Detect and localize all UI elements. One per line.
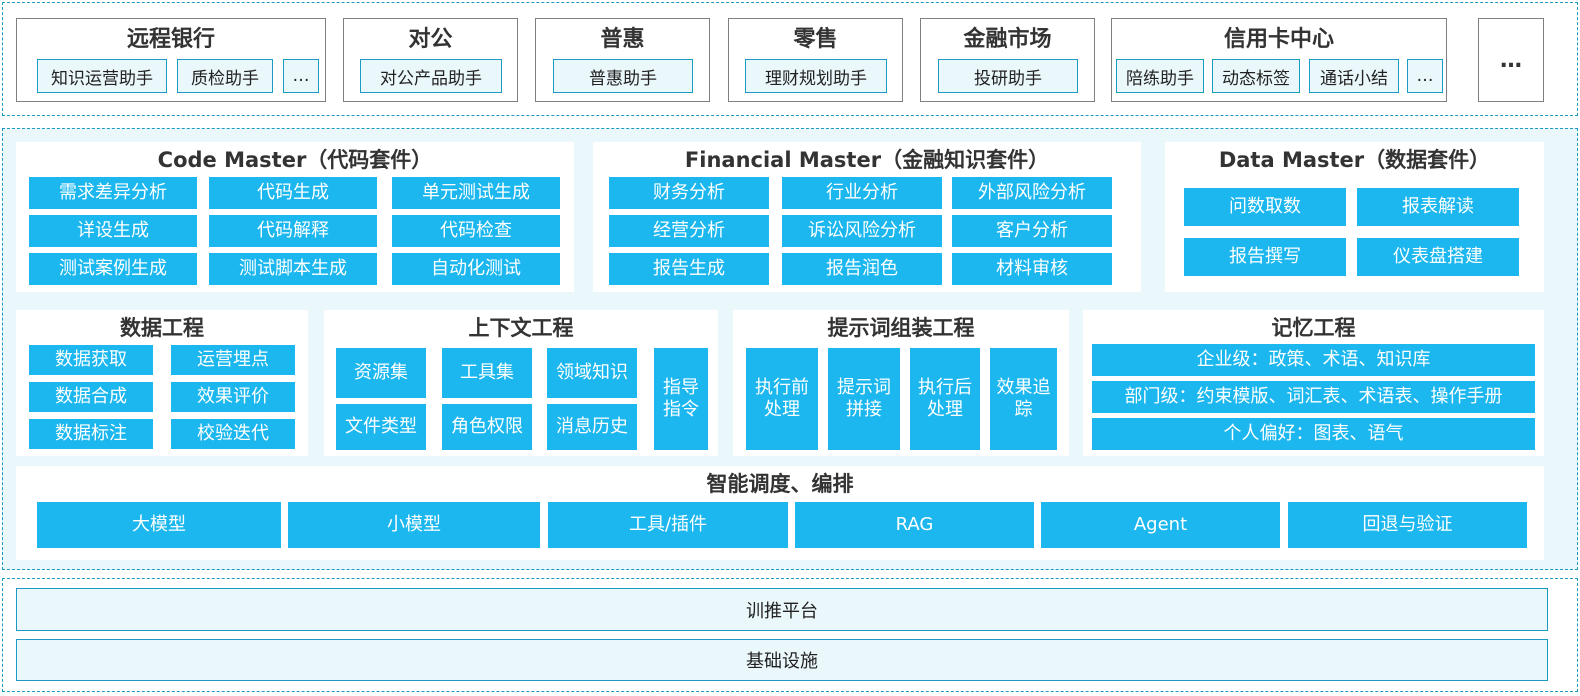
panel-title: 提示词组装工程 <box>827 316 975 340</box>
chip-financial-analysis: 财务分析 <box>609 177 769 209</box>
chip-enterprise-memory: 企业级：政策、术语、知识库 <box>1092 344 1535 376</box>
chip-prompt-concatenation: 提示词拼接 <box>828 348 900 450</box>
chip-data-labeling: 数据标注 <box>29 419 153 449</box>
app-chip-corporate-product: 对公产品助手 <box>360 59 502 93</box>
chip-guidance-instructions: 指导指令 <box>654 348 708 450</box>
chip-effect-evaluation: 效果评价 <box>171 382 295 412</box>
app-chip-research-assistant: 投研助手 <box>938 59 1078 93</box>
chip-report-writing: 报告撰写 <box>1184 238 1346 276</box>
panel-title: 数据工程 <box>120 316 204 340</box>
app-chip-training: 陪练助手 <box>1116 59 1204 93</box>
chip-customer-analysis: 客户分析 <box>952 215 1112 247</box>
app-chip-call-summary: 通话小结 <box>1309 59 1399 93</box>
chip-report-generation: 报告生成 <box>609 253 769 285</box>
chip-ops-tracking: 运营埋点 <box>171 345 295 375</box>
platform-band <box>2 578 1578 692</box>
chip-tool-set: 工具集 <box>442 348 532 398</box>
app-chip-qa-assistant: 质检助手 <box>177 59 273 93</box>
financial-master-panel: Financial Master（金融知识套件） 财务分析 行业分析 外部风险分… <box>593 142 1141 292</box>
chip-material-review: 材料审核 <box>952 253 1112 285</box>
panel-title: 智能调度、编排 <box>706 472 854 496</box>
chip-unit-test-gen: 单元测试生成 <box>392 177 560 209</box>
chip-test-script-gen: 测试脚本生成 <box>209 253 377 285</box>
chip-code-explain: 代码解释 <box>209 215 377 247</box>
panel-title: Code Master（代码套件） <box>157 148 433 172</box>
data-engineering-panel: 数据工程 数据获取 运营埋点 数据合成 效果评价 数据标注 校验迭代 <box>16 310 308 456</box>
app-chip-inclusive-assistant: 普惠助手 <box>553 59 693 93</box>
orchestration-panel: 智能调度、编排 大模型 小模型 工具/插件 RAG Agent 回退与验证 <box>16 466 1544 560</box>
more-apps-box: … <box>1478 18 1544 102</box>
app-group-retail: 零售 理财规划助手 <box>728 18 903 102</box>
chip-effect-tracking: 效果追踪 <box>990 348 1057 450</box>
chip-dashboard-build: 仪表盘搭建 <box>1357 238 1519 276</box>
app-chip-more: … <box>283 59 319 93</box>
app-group-inclusive: 普惠 普惠助手 <box>535 18 710 102</box>
chip-resource-set: 资源集 <box>336 348 426 398</box>
chip-role-permissions: 角色权限 <box>442 404 532 450</box>
app-chip-more: … <box>1407 59 1443 93</box>
chip-small-model: 小模型 <box>288 502 540 548</box>
chip-agent: Agent <box>1041 502 1280 548</box>
chip-report-polish: 报告润色 <box>782 253 942 285</box>
chip-post-processing: 执行后处理 <box>910 348 980 450</box>
chip-tools-plugins: 工具/插件 <box>548 502 788 548</box>
data-master-panel: Data Master（数据套件） 问数取数 报表解读 报告撰写 仪表盘搭建 <box>1165 142 1544 292</box>
app-group-credit-card: 信用卡中心 陪练助手 动态标签 通话小结 … <box>1111 18 1447 102</box>
chip-operating-analysis: 经营分析 <box>609 215 769 247</box>
chip-external-risk: 外部风险分析 <box>952 177 1112 209</box>
chip-code-review: 代码检查 <box>392 215 560 247</box>
app-group-financial-markets: 金融市场 投研助手 <box>920 18 1095 102</box>
chip-data-query: 问数取数 <box>1184 188 1346 226</box>
app-group-title: 金融市场 <box>963 27 1052 52</box>
context-engineering-panel: 上下文工程 资源集 工具集 领域知识 文件类型 角色权限 消息历史 指导指令 <box>324 310 718 456</box>
chip-rag: RAG <box>795 502 1034 548</box>
panel-title: Data Master（数据套件） <box>1218 148 1491 172</box>
chip-litigation-risk: 诉讼风险分析 <box>782 215 942 247</box>
app-group-title: 零售 <box>793 27 838 52</box>
app-group-title: 远程银行 <box>126 27 215 52</box>
memory-engineering-panel: 记忆工程 企业级：政策、术语、知识库 部门级：约束模版、词汇表、术语表、操作手册… <box>1083 310 1544 456</box>
chip-domain-knowledge: 领域知识 <box>547 348 637 398</box>
chip-test-case-gen: 测试案例生成 <box>29 253 197 285</box>
infrastructure-platform: 基础设施 <box>16 639 1548 681</box>
panel-title: 记忆工程 <box>1271 316 1356 340</box>
chip-validation-iteration: 校验迭代 <box>171 419 295 449</box>
app-chip-dynamic-tags: 动态标签 <box>1212 59 1300 93</box>
app-group-title: 信用卡中心 <box>1223 27 1334 52</box>
app-group-remote-banking: 远程银行 知识运营助手 质检助手 … <box>16 18 326 102</box>
training-inference-platform: 训推平台 <box>16 588 1548 631</box>
chip-large-model: 大模型 <box>37 502 281 548</box>
app-group-title: 普惠 <box>600 27 645 52</box>
chip-detailed-design: 详设生成 <box>29 215 197 247</box>
chip-auto-test: 自动化测试 <box>392 253 560 285</box>
chip-requirement-diff: 需求差异分析 <box>29 177 197 209</box>
app-chip-knowledge-ops: 知识运营助手 <box>37 59 167 93</box>
panel-title: Financial Master（金融知识套件） <box>684 148 1050 172</box>
application-band <box>2 2 1578 116</box>
chip-message-history: 消息历史 <box>547 404 637 450</box>
prompt-assembly-panel: 提示词组装工程 执行前处理 提示词拼接 执行后处理 效果追踪 <box>733 310 1069 456</box>
app-chip-wealth-planning: 理财规划助手 <box>745 59 887 93</box>
chip-fallback-validation: 回退与验证 <box>1288 502 1527 548</box>
chip-data-acquisition: 数据获取 <box>29 345 153 375</box>
app-group-corporate: 对公 对公产品助手 <box>343 18 518 102</box>
chip-department-memory: 部门级：约束模版、词汇表、术语表、操作手册 <box>1092 381 1535 413</box>
chip-data-synthesis: 数据合成 <box>29 382 153 412</box>
chip-code-generation: 代码生成 <box>209 177 377 209</box>
chip-pre-processing: 执行前处理 <box>746 348 818 450</box>
chip-file-types: 文件类型 <box>336 404 426 450</box>
app-group-title: 对公 <box>408 27 453 52</box>
chip-industry-analysis: 行业分析 <box>782 177 942 209</box>
chip-report-interpretation: 报表解读 <box>1357 188 1519 226</box>
code-master-panel: Code Master（代码套件） 需求差异分析 代码生成 单元测试生成 详设生… <box>16 142 574 292</box>
chip-personal-preference: 个人偏好：图表、语气 <box>1092 418 1535 450</box>
panel-title: 上下文工程 <box>468 316 574 340</box>
